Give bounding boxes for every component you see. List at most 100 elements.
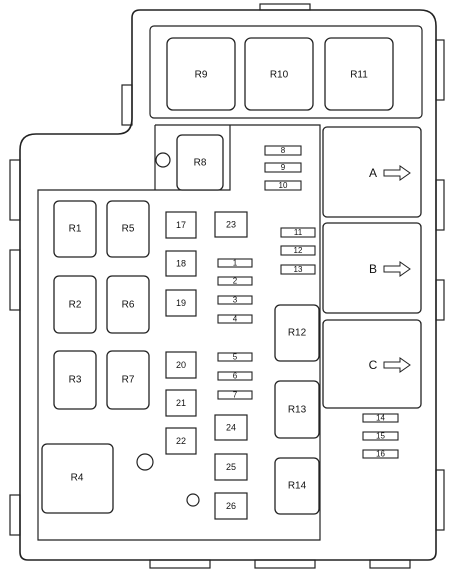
fuse-label: 3 [233, 296, 238, 305]
relay-r11: R11 [324, 37, 394, 111]
side-tab [435, 39, 445, 101]
fuse-23: 23 [214, 211, 248, 238]
block-b: B [322, 222, 422, 314]
main-compartment [37, 124, 321, 541]
fuse-25: 25 [214, 453, 248, 481]
relay-label: R3 [69, 375, 82, 386]
fuse-14: 14 [362, 413, 399, 423]
fuse-21: 21 [165, 389, 197, 417]
arrow-icon [383, 165, 411, 181]
fuse-7: 7 [217, 390, 253, 400]
fuse-label: 10 [279, 181, 288, 190]
fuse-label: 4 [233, 315, 238, 324]
relay-label: R8 [194, 158, 207, 169]
relay-label: R7 [122, 375, 135, 386]
mounting-hole [155, 152, 171, 168]
fuse-22: 22 [165, 427, 197, 455]
bottom-tab [369, 559, 411, 569]
fuse-label: 12 [294, 246, 303, 255]
fuse-label: 1 [233, 259, 238, 268]
fuse-label: 17 [176, 220, 186, 230]
bottom-tab [149, 559, 211, 569]
fuse-label: 2 [233, 277, 238, 286]
arrow-icon [383, 261, 411, 277]
block-label: B [369, 262, 377, 276]
fuse-11: 11 [280, 227, 316, 238]
fuse-9: 9 [264, 162, 302, 173]
fuse-label: 5 [233, 353, 238, 362]
fuse-26: 26 [214, 492, 248, 520]
relay-r8: R8 [176, 134, 224, 191]
fuse-label: 26 [226, 501, 236, 511]
relay-r4: R4 [41, 443, 114, 514]
relay-label: R6 [122, 300, 135, 311]
block-label: C [369, 358, 378, 372]
relay-r7: R7 [106, 350, 150, 410]
arrow-icon [383, 357, 411, 373]
relay-label: R1 [69, 224, 82, 235]
fuse-13: 13 [280, 264, 316, 275]
side-tab [435, 469, 445, 531]
fuse-17: 17 [165, 211, 197, 239]
fuse-5: 5 [217, 352, 253, 362]
fuse-10: 10 [264, 180, 302, 191]
relay-r6: R6 [106, 275, 150, 334]
block-label: A [369, 166, 377, 180]
fuse-4: 4 [217, 314, 253, 324]
relay-r13: R13 [274, 380, 320, 439]
relay-label: R2 [69, 300, 82, 311]
fuse-label: 16 [376, 450, 385, 459]
side-tab [435, 179, 445, 231]
side-tab [121, 84, 133, 126]
bottom-tab [254, 559, 316, 569]
fuse-label: 7 [233, 391, 238, 400]
fuse-label: 25 [226, 462, 236, 472]
relay-label: R9 [195, 70, 208, 81]
relay-label: R11 [350, 70, 368, 81]
mounting-hole [186, 493, 200, 507]
relay-label: R12 [288, 328, 307, 339]
fuse-label: 20 [176, 360, 186, 370]
top-relay-compartment [149, 25, 423, 119]
fuse-label: 13 [294, 265, 303, 274]
fuse-24: 24 [214, 414, 248, 441]
fuse-2: 2 [217, 276, 253, 286]
relay-r1: R1 [53, 200, 97, 258]
fuse-label: 21 [176, 398, 186, 408]
fuse-label: 14 [376, 414, 385, 423]
block-c: C [322, 319, 422, 409]
fuse-6: 6 [217, 371, 253, 381]
fuse-15: 15 [362, 431, 399, 441]
top-tab [259, 3, 311, 11]
relay-r3: R3 [53, 350, 97, 410]
fuse-label: 6 [233, 372, 238, 381]
fuse-label: 15 [376, 432, 385, 441]
relay-r10: R10 [244, 37, 314, 111]
block-a: A [322, 126, 422, 218]
relay-label: R14 [288, 481, 307, 492]
fuse-8: 8 [264, 145, 302, 156]
fuse-label: 22 [176, 436, 186, 446]
side-tab [9, 249, 21, 311]
relay-label: R4 [71, 473, 84, 484]
side-tab [9, 494, 21, 536]
fuse-label: 24 [226, 423, 236, 433]
relay-label: R5 [122, 224, 135, 235]
fuse-20: 20 [165, 351, 197, 379]
fuse-19: 19 [165, 289, 197, 317]
mounting-hole [136, 453, 154, 471]
relay-r9: R9 [166, 37, 236, 111]
fuse-1: 1 [217, 258, 253, 268]
fuse-label: 18 [176, 259, 186, 269]
fuse-3: 3 [217, 295, 253, 305]
relay-label: R13 [288, 405, 307, 416]
fuse-label: 8 [281, 146, 286, 155]
side-tab [9, 159, 21, 221]
relay-r12: R12 [274, 304, 320, 362]
relay-r14: R14 [274, 457, 320, 515]
fuse-label: 9 [281, 163, 286, 172]
fuse-label: 11 [294, 228, 303, 237]
fuse-18: 18 [165, 250, 197, 277]
fuse-16: 16 [362, 449, 399, 459]
